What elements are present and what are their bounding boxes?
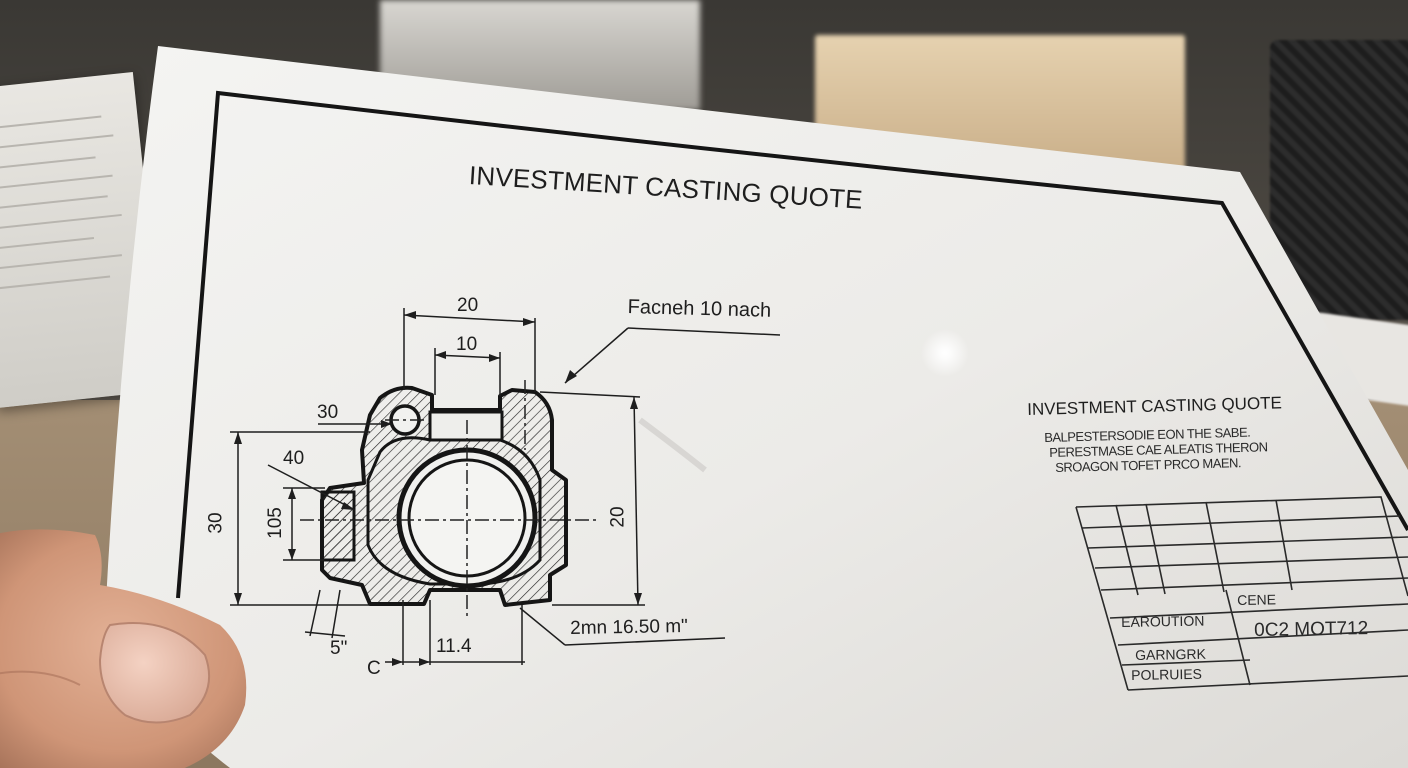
title-block-code: 0C2 MOT712 xyxy=(1254,618,1369,641)
part-top-slot xyxy=(428,410,504,442)
title-block-row-2: GARNGRK xyxy=(1135,645,1207,663)
dim-bottom-width: 11.4 xyxy=(436,636,472,657)
title-block xyxy=(1075,496,1408,691)
title-block-cene: CENE xyxy=(1237,591,1277,608)
paper-crease xyxy=(638,417,707,473)
drawing-border xyxy=(176,90,1408,599)
dim-bottom-5: 5" xyxy=(330,638,348,659)
arrowheads xyxy=(234,311,642,666)
dim-bottom-note: 2mn 16.50 m" xyxy=(570,615,688,639)
dim-bottom-c: C xyxy=(367,658,381,679)
hand-thumb xyxy=(0,529,247,768)
title-block-row-1: EAROUTION xyxy=(1121,612,1205,630)
dim-top-inner: 10 xyxy=(456,334,478,355)
dim-top-width: 20 xyxy=(457,295,479,316)
thumb-nail xyxy=(98,622,211,724)
dim-left-30: 30 xyxy=(317,402,339,423)
part-inner-outline xyxy=(366,436,542,586)
callout-note: Facneh 10 nach xyxy=(627,296,772,322)
dim-left-inner: 105 xyxy=(264,507,286,539)
dim-left-40: 40 xyxy=(283,448,305,469)
centerlines xyxy=(300,380,600,620)
dimension-lines xyxy=(230,308,781,665)
dim-right-height: 20 xyxy=(607,506,629,528)
title-block-row-3: POLRUIES xyxy=(1131,665,1203,683)
part-left-boss xyxy=(320,490,356,562)
thumb-crease xyxy=(0,670,81,686)
